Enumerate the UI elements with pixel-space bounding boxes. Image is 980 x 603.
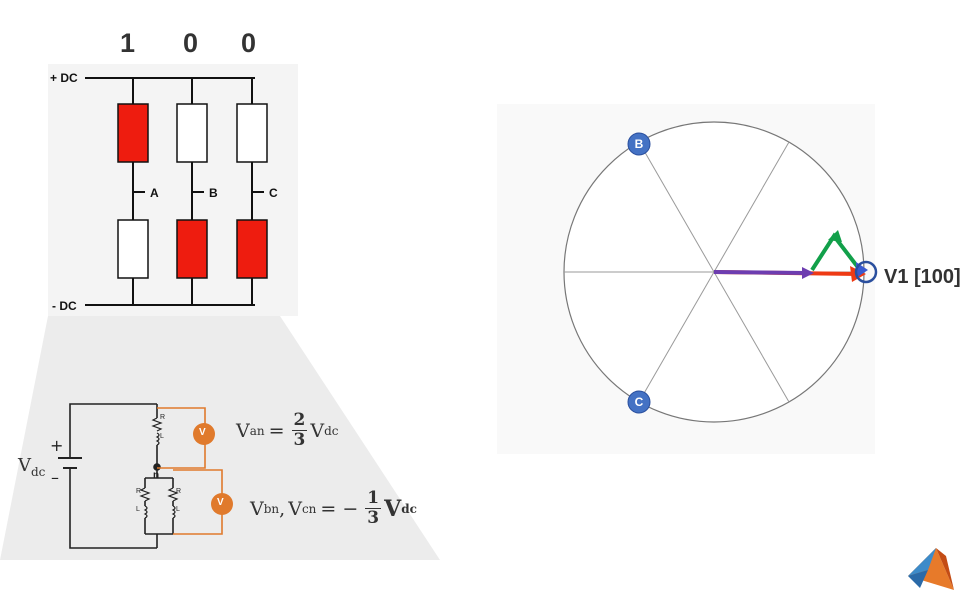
node-c (627, 390, 651, 414)
resistor-c-label: R (176, 488, 182, 495)
source-label: Vdc (18, 455, 46, 479)
resistor-b-label: R (136, 488, 142, 495)
matlab-logo-icon (908, 548, 954, 590)
vector-purple (713, 270, 807, 275)
resistor-label: R (160, 414, 166, 421)
inductor-label: L (160, 433, 164, 440)
switch-a-lower (117, 219, 149, 279)
source-plus-label: + (50, 436, 64, 455)
voltmeter-bn-label: V (217, 497, 224, 508)
phase-a-label: A (150, 186, 159, 200)
bit-phase-a: 1 (120, 28, 136, 58)
positive-rail-label: + DC (50, 71, 78, 85)
inductor-c-label: L (176, 506, 180, 513)
switch-b-upper (176, 103, 208, 163)
node-b (627, 132, 651, 156)
bit-phase-b: 0 (183, 28, 199, 58)
switch-b-lower (176, 219, 208, 279)
zoom-projection (0, 316, 440, 560)
voltmeter-an (193, 423, 215, 445)
neutral-label: n (153, 470, 160, 481)
leg-c (236, 78, 268, 305)
leg-b (176, 78, 208, 305)
switch-c-lower (236, 219, 268, 279)
phase-b-label: B (209, 186, 218, 200)
node-a (854, 260, 878, 284)
leg-a (117, 78, 149, 305)
negative-rail-label: - DC (52, 299, 77, 313)
source-minus-label: – (51, 468, 59, 487)
node-b-label: B (634, 137, 644, 151)
node-c-label: C (634, 395, 644, 409)
inductor-b-label: L (136, 506, 140, 513)
voltmeter-bn (211, 493, 233, 515)
voltmeter-an-label: V (199, 427, 206, 438)
bit-phase-c: 0 (241, 28, 257, 58)
switch-c-upper (236, 103, 268, 163)
vector-diagram (497, 104, 875, 454)
equivalent-circuit (58, 403, 223, 549)
phase-c-label: C (269, 186, 278, 200)
switch-a-upper (117, 103, 149, 163)
active-vector-label: V1 [100] (884, 266, 961, 288)
